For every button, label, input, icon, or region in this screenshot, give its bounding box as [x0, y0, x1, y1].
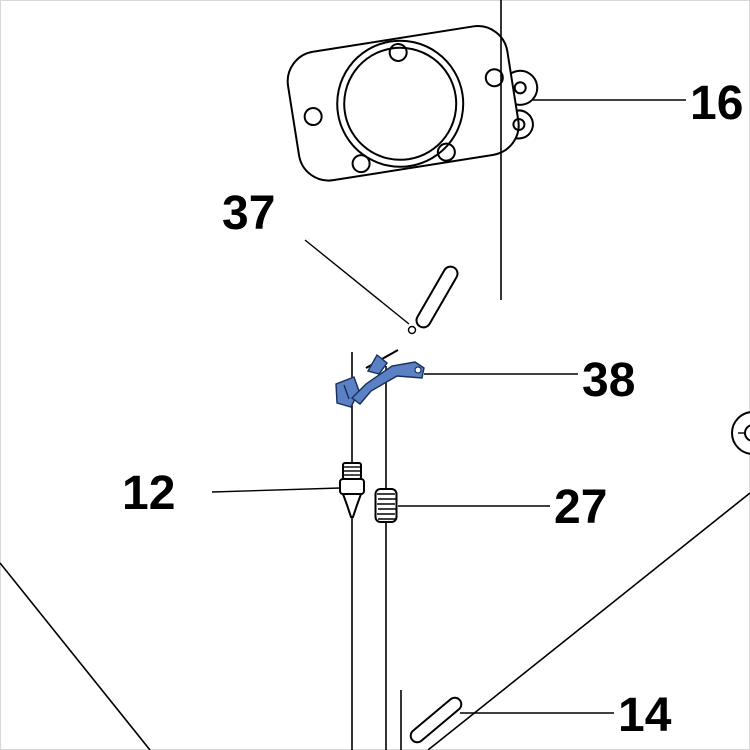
needle-valve-12 — [339, 462, 365, 518]
needle-collar — [339, 478, 365, 495]
tab-hole — [513, 81, 527, 95]
tab-hole — [512, 117, 526, 131]
dowel-pin-14 — [409, 696, 463, 744]
gasket-bore-outer — [336, 39, 465, 168]
housing-edge-left — [0, 562, 151, 750]
part-label-37: 37 — [222, 187, 275, 240]
lever-fork-detail — [343, 384, 350, 400]
lever-38 — [335, 353, 425, 408]
bolt-hole — [484, 68, 504, 88]
gasket-outline — [286, 25, 520, 182]
spring-27 — [374, 488, 398, 523]
lever-arm — [350, 361, 425, 405]
bolt-hole — [436, 142, 456, 162]
pin-body — [415, 265, 459, 329]
lever-hole — [414, 366, 422, 374]
dowel-body — [409, 696, 463, 744]
gasket — [286, 25, 539, 182]
part-label-38: 38 — [582, 354, 635, 407]
bolt-hole — [388, 42, 408, 62]
screw-head — [731, 411, 750, 455]
pin-37 — [415, 265, 459, 329]
part-label-16: 16 — [690, 77, 743, 130]
part-label-27: 27 — [554, 481, 607, 534]
needle-tip — [341, 493, 363, 518]
housing-edge-diagonal — [427, 492, 750, 750]
leader-line-12 — [211, 487, 341, 493]
part-label-12: 12 — [122, 467, 175, 520]
lever-fork — [335, 376, 360, 408]
part-label-14: 14 — [618, 689, 672, 742]
pin-end-dot — [407, 325, 417, 335]
bolt-hole — [303, 107, 323, 127]
bolt-hole — [351, 154, 371, 174]
leader-line-37 — [304, 239, 410, 325]
lever-tab — [366, 353, 388, 375]
